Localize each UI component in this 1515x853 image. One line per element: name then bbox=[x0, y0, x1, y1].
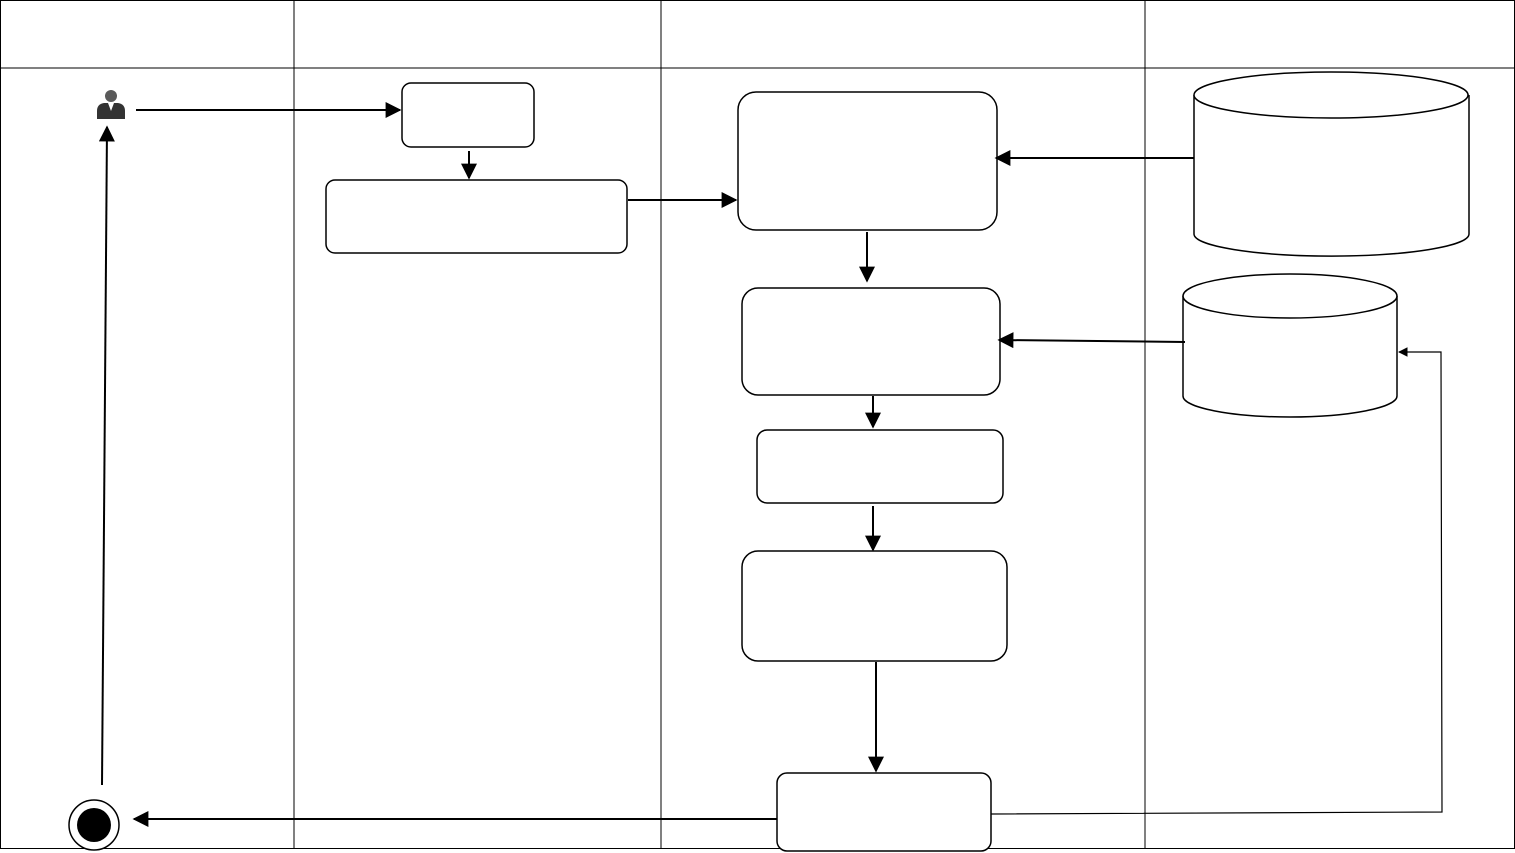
edge-final-to-actor bbox=[98, 125, 115, 786]
edge-db-2-to-box-d bbox=[997, 332, 1186, 349]
final-state-icon bbox=[68, 799, 120, 851]
edge-box-g-to-db-2 bbox=[990, 347, 1443, 815]
activity-box-g bbox=[776, 772, 992, 852]
actor-user-icon bbox=[97, 90, 125, 119]
database-2-icon bbox=[1182, 273, 1398, 418]
activity-box-c bbox=[737, 91, 998, 231]
database-1-icon bbox=[1193, 71, 1470, 257]
activity-box-a bbox=[401, 82, 535, 148]
activity-box-b bbox=[325, 179, 628, 254]
activity-box-e bbox=[756, 429, 1004, 504]
activity-box-d bbox=[741, 287, 1001, 396]
activity-box-f bbox=[741, 550, 1008, 662]
